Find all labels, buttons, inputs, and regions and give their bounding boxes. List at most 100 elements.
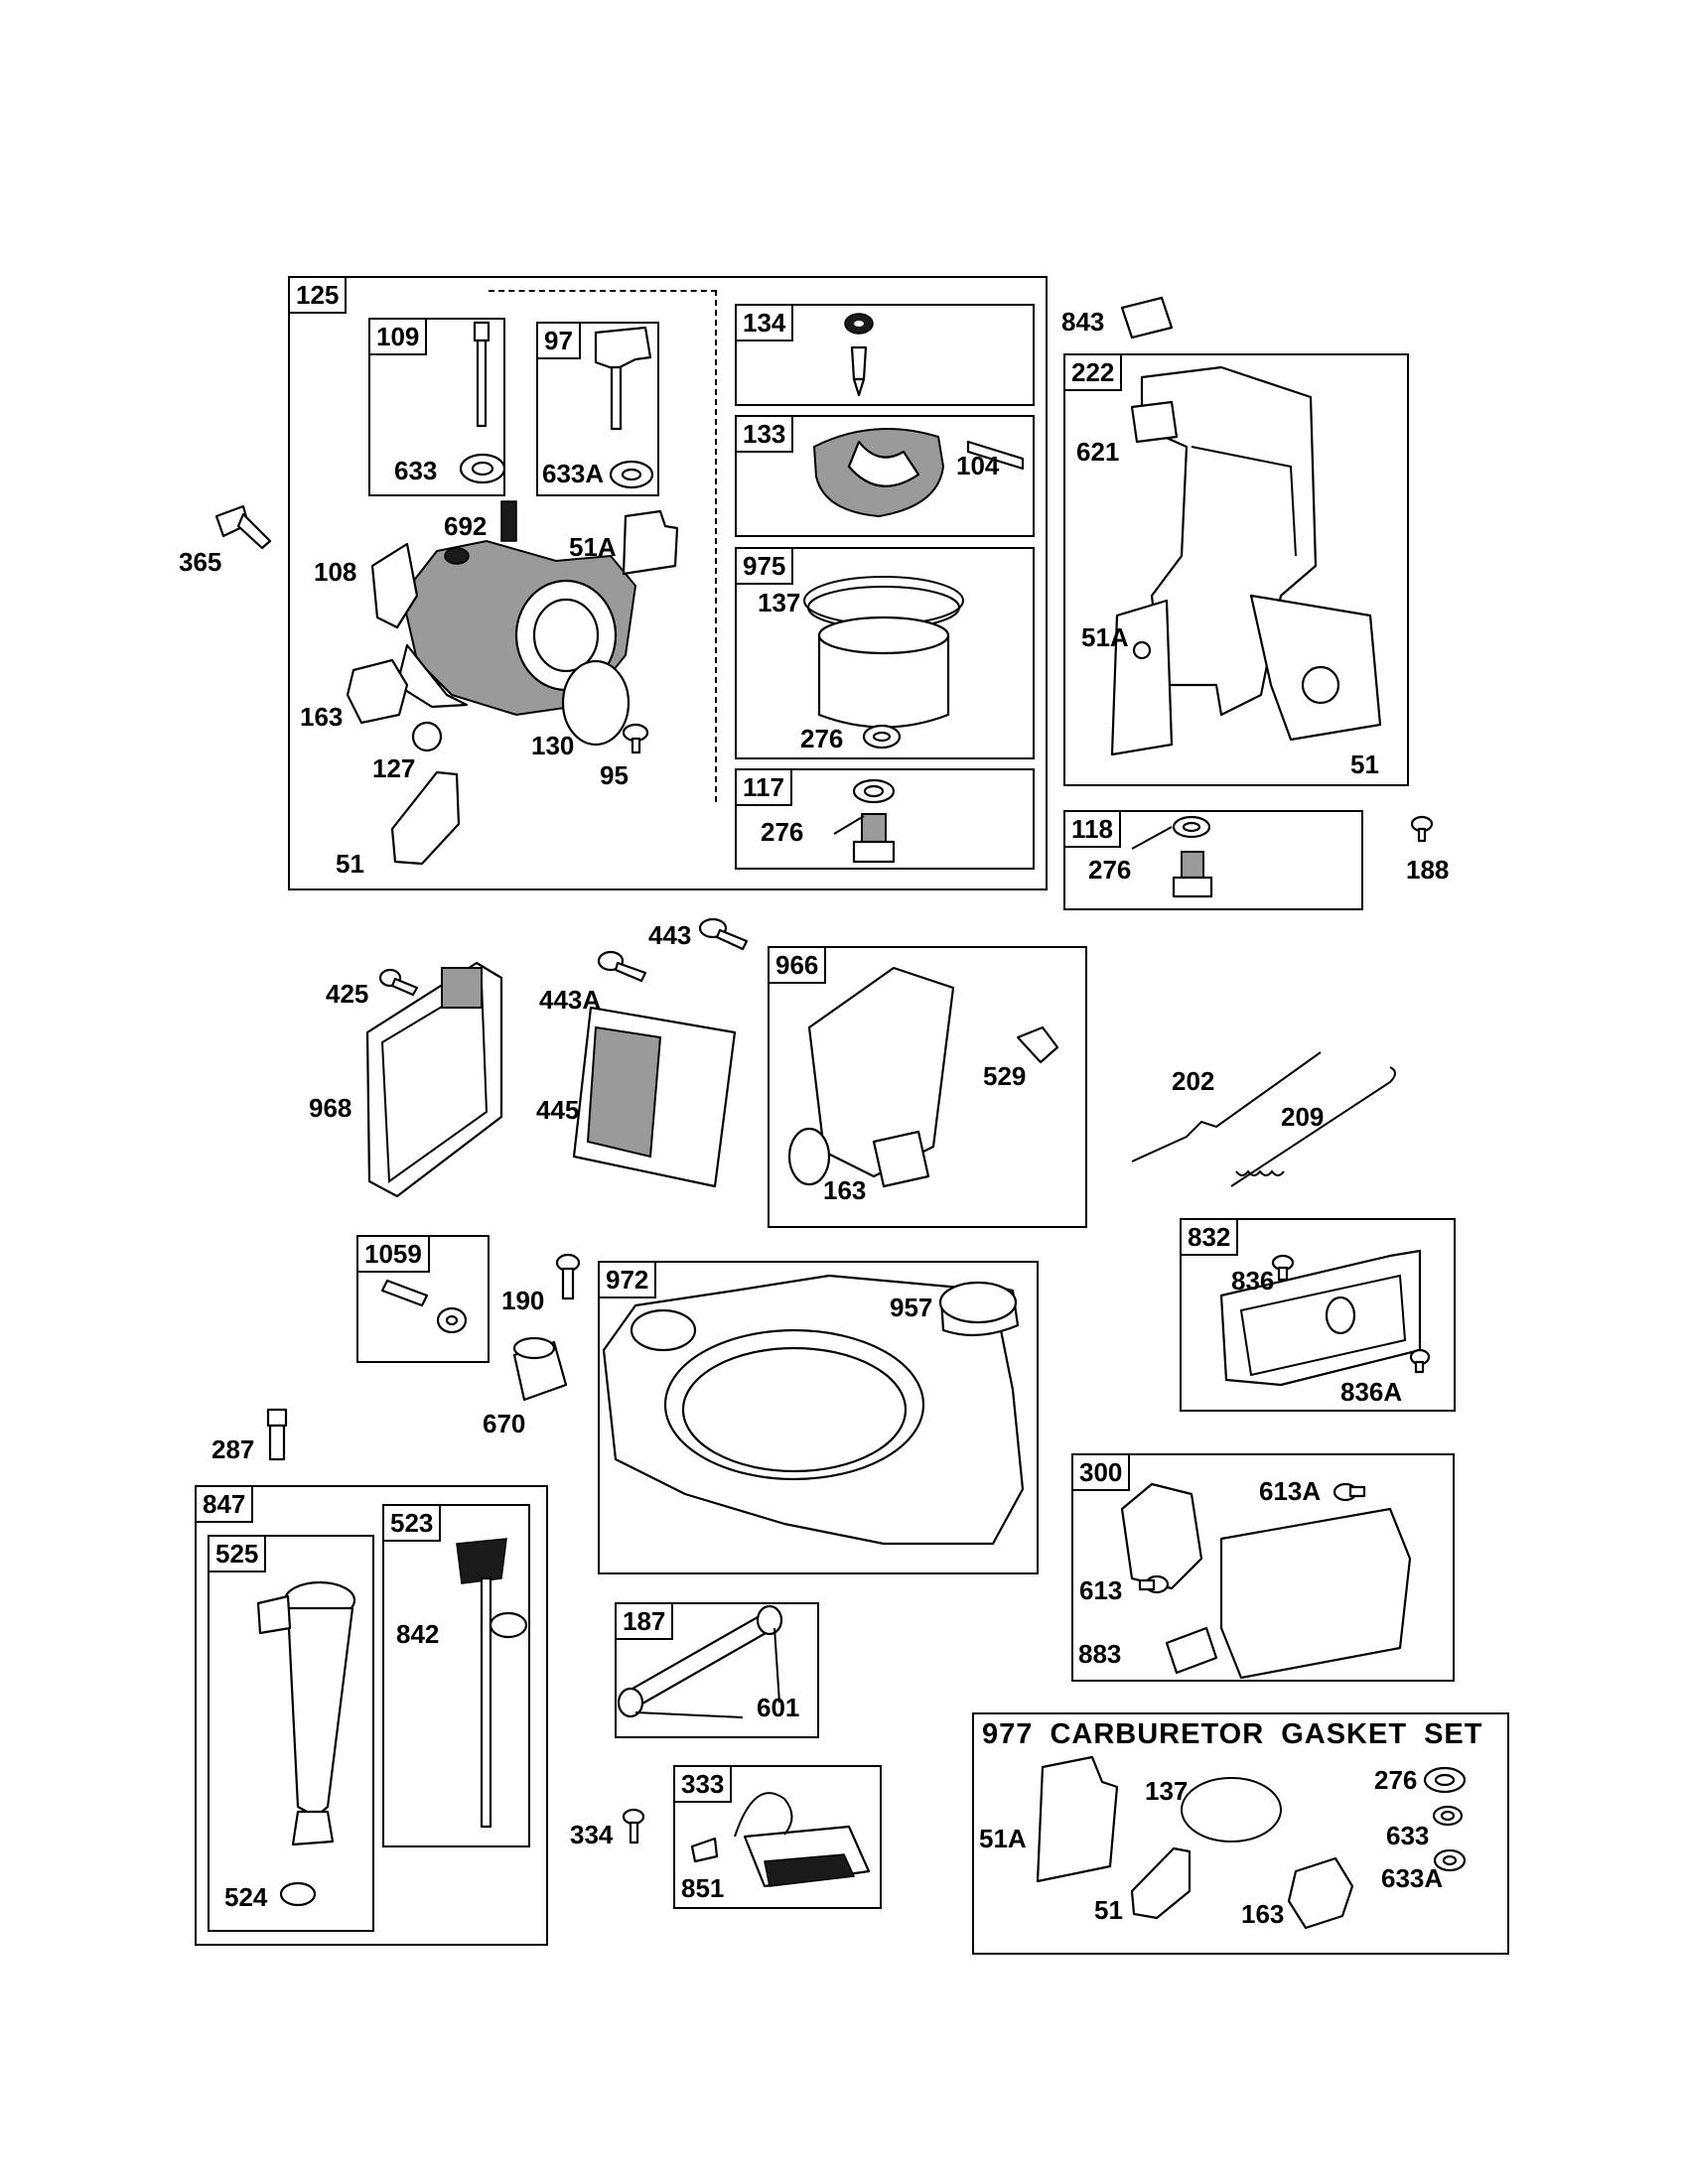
box-label: 97 [538,324,581,359]
box-label: 847 [197,1487,254,1523]
label-163-kit: 163 [1241,1899,1285,1929]
box-label: 832 [1182,1220,1239,1256]
box-525: 525 [208,1535,374,1932]
label-51-kit: 51 [1094,1895,1123,1925]
box-125: 125 [288,276,1048,890]
box-97: 97 [536,322,659,496]
label-51a: 51A [569,532,617,562]
label-51a-b: 51A [1081,622,1129,652]
box-832: 832 [1180,1218,1456,1412]
label-621: 621 [1076,437,1120,467]
label-836: 836 [1231,1266,1275,1296]
box-label: 134 [737,306,794,341]
label-130: 130 [531,731,575,760]
label-425: 425 [326,979,369,1009]
label-104: 104 [956,451,1000,480]
box-label: 300 [1073,1455,1131,1491]
screw-188-icon [1410,815,1434,843]
dashed-group-outline [489,290,717,802]
box-label: 333 [675,1767,733,1803]
label-51-b: 51 [1350,750,1379,779]
label-209: 209 [1281,1102,1325,1132]
box-222: 222 [1063,353,1409,786]
label-276-c: 276 [1088,855,1132,885]
label-529: 529 [983,1061,1027,1091]
box-1059: 1059 [356,1235,490,1363]
box-label: 523 [384,1506,442,1542]
label-633a-kit: 633A [1381,1863,1444,1893]
label-445: 445 [536,1095,580,1125]
label-692: 692 [444,511,488,541]
label-163: 163 [300,702,344,732]
label-51: 51 [336,849,364,879]
fitting-287-icon [266,1408,288,1461]
box-847: 847 [195,1485,548,1946]
label-613a: 613A [1259,1476,1322,1506]
label-883: 883 [1078,1639,1122,1669]
label-957: 957 [890,1293,933,1322]
box-label: 133 [737,417,794,453]
air-filter-445-icon [572,1006,737,1188]
label-276-b: 276 [761,817,804,847]
box-109: 109 [368,318,505,496]
label-633a: 633A [542,459,605,488]
screw-443-icon [698,917,749,951]
label-137: 137 [758,588,801,617]
label-51a-kit: 51A [979,1824,1027,1853]
box-label: 118 [1065,812,1121,848]
box-300: 300 [1071,1453,1455,1682]
screw-425-icon [378,968,419,997]
label-968: 968 [309,1093,352,1123]
kit-title: 977 CARBURETOR GASKET SET [982,1718,1483,1750]
box-118: 118 [1063,810,1363,910]
label-276: 276 [800,724,844,753]
label-163-b: 163 [823,1175,867,1205]
label-95: 95 [600,760,629,790]
box-label: 109 [370,320,428,355]
label-443a: 443A [539,985,602,1015]
label-202: 202 [1172,1066,1215,1096]
label-287: 287 [211,1434,255,1464]
label-276-kit: 276 [1374,1765,1418,1795]
air-cleaner-base-968-icon [365,961,503,1198]
label-443: 443 [648,920,692,950]
screw-443a-icon [597,950,647,983]
label-633: 633 [394,456,438,485]
label-851: 851 [681,1873,725,1903]
box-label: 966 [770,948,827,984]
box-label: 187 [617,1604,674,1640]
box-972: 972 [598,1261,1039,1574]
box-523: 523 [382,1504,530,1847]
label-613: 613 [1079,1575,1123,1605]
box-label: 117 [737,770,792,806]
screw-334-icon [622,1808,645,1844]
bolt-365-icon [214,504,272,550]
label-843: 843 [1061,307,1105,337]
label-108: 108 [314,557,357,587]
label-670: 670 [483,1409,526,1438]
box-label: 125 [290,278,348,314]
label-601: 601 [757,1693,800,1722]
label-334: 334 [570,1820,614,1849]
box-label: 972 [600,1263,657,1298]
label-842: 842 [396,1619,440,1649]
box-label: 1059 [358,1237,430,1273]
box-label: 525 [210,1537,267,1572]
box-966: 966 [768,946,1087,1228]
label-365: 365 [179,547,222,577]
label-524: 524 [224,1882,268,1912]
sleeve-670-icon [512,1336,568,1402]
screw-190-icon [555,1253,581,1300]
box-117: 117 [735,768,1035,870]
box-975: 975 [735,547,1035,759]
box-333: 333 [673,1765,882,1909]
label-188: 188 [1406,855,1450,885]
box-134: 134 [735,304,1035,406]
box-label: 975 [737,549,794,585]
clip-843-icon [1120,296,1174,340]
box-977-gasket-set: 977 CARBURETOR GASKET SET [972,1712,1509,1955]
label-633-kit: 633 [1386,1821,1430,1850]
label-137-kit: 137 [1145,1776,1189,1806]
label-127: 127 [372,753,416,783]
label-836a: 836A [1340,1377,1403,1407]
